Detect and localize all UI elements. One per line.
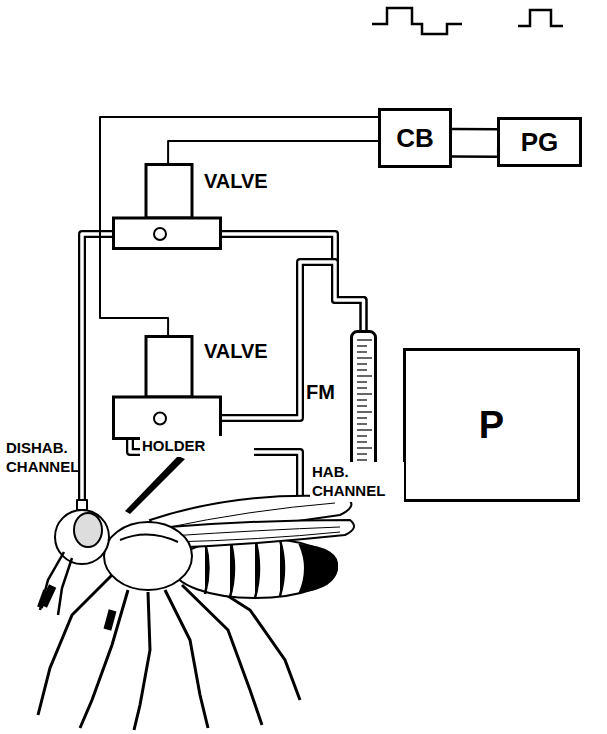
node-label: VALVE xyxy=(204,171,268,191)
valve-port xyxy=(154,413,166,425)
scale-tick xyxy=(357,351,367,352)
wire-connector xyxy=(168,141,378,163)
pulse-generator-box: PG xyxy=(497,117,582,167)
node-label: PG xyxy=(521,129,559,155)
valve: VALVE xyxy=(112,163,222,250)
leg-shading xyxy=(37,584,116,630)
scale-tick xyxy=(357,357,372,358)
scale-tick xyxy=(357,363,367,364)
holder-stick xyxy=(125,456,185,514)
scale-tick xyxy=(357,423,367,424)
scale-tick xyxy=(357,405,367,406)
tube-outline xyxy=(352,332,376,477)
connector-group xyxy=(452,142,497,143)
channel-label: DISHAB. CHANNEL xyxy=(4,438,76,478)
channel-tubes xyxy=(77,234,300,514)
solenoid xyxy=(146,165,192,219)
scale-tick xyxy=(357,387,367,388)
solenoid xyxy=(146,337,192,398)
connector-group xyxy=(222,234,364,330)
scale-tick xyxy=(357,393,372,394)
bipolar-pulse xyxy=(372,8,462,34)
node-label: VALVE xyxy=(204,341,268,361)
scale-tick xyxy=(357,345,367,346)
scale-tick xyxy=(357,417,367,418)
dishab-tube-bore xyxy=(82,234,112,503)
node-label: P xyxy=(479,406,504,444)
node-label: FM xyxy=(306,382,335,402)
scale-tick xyxy=(357,429,372,430)
scale-tick xyxy=(357,399,367,400)
flow-meter-tube xyxy=(350,330,377,478)
scale-tick xyxy=(357,447,372,448)
tube-bore xyxy=(452,130,497,155)
scale-tick xyxy=(357,435,367,436)
valve: VALVE xyxy=(112,335,222,440)
tube-connector xyxy=(222,262,364,418)
scale-tick xyxy=(357,411,372,412)
connector-group xyxy=(168,141,378,163)
pipe-connector xyxy=(452,128,497,158)
dishab-tube xyxy=(82,234,112,503)
node-label: CB xyxy=(396,125,434,151)
scale-tick xyxy=(357,459,367,460)
pulse-symbols xyxy=(372,8,563,34)
scale-tick xyxy=(357,453,367,454)
control-box: CB xyxy=(378,108,452,168)
scale-tick xyxy=(357,375,372,376)
channel-label: HAB. CHANNEL xyxy=(310,462,404,502)
tube-bore xyxy=(222,262,364,418)
connector-group xyxy=(222,262,364,418)
nozzle xyxy=(77,500,87,510)
valve-port xyxy=(154,228,166,240)
fly xyxy=(37,496,354,730)
scale-tick xyxy=(357,441,367,442)
abdomen-bands xyxy=(205,538,284,598)
tube-connector xyxy=(222,234,364,330)
tube-bore xyxy=(222,234,364,330)
holder-label: HOLDER xyxy=(140,436,254,457)
scale-tick xyxy=(357,369,367,370)
pump-box: P xyxy=(403,348,580,502)
valve-body xyxy=(114,218,221,249)
flow-meter: FM xyxy=(350,330,377,478)
valve-body xyxy=(114,397,221,439)
scale-tick xyxy=(357,381,367,382)
scale-tick xyxy=(357,339,372,340)
wing-veins xyxy=(165,503,340,542)
antennae xyxy=(40,552,72,615)
pulse xyxy=(518,10,563,26)
